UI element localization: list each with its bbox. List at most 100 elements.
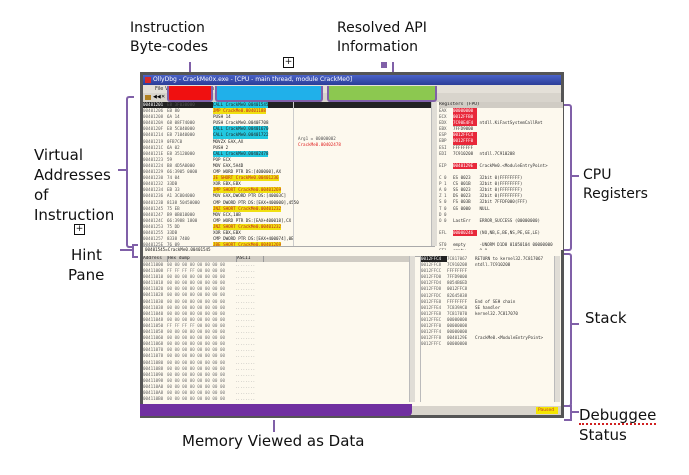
expand-icon[interactable]: + (283, 57, 294, 68)
disasm-scrollbar[interactable] (431, 102, 437, 246)
dump-ascii: ........ (235, 341, 256, 347)
stack-scrollbar[interactable] (554, 256, 560, 402)
register-row[interactable]: ST1empty 0.0 (439, 248, 563, 250)
dump-header-address[interactable]: Address (143, 256, 162, 261)
stack-value: 7C817067 (447, 256, 468, 261)
dump-ascii: ........ (235, 316, 256, 322)
register-row[interactable]: D 0 (439, 212, 563, 218)
open-icon[interactable] (145, 95, 151, 100)
close-icon[interactable]: ✕ (161, 94, 166, 100)
dump-header-ascii[interactable]: ASCII (236, 256, 264, 262)
expand-icon[interactable]: + (74, 224, 85, 235)
dump-scrollbar[interactable] (409, 256, 415, 402)
rewind-icon[interactable]: ◀◀ (153, 94, 161, 100)
dump-header-hex[interactable]: Hex dump (167, 256, 236, 262)
